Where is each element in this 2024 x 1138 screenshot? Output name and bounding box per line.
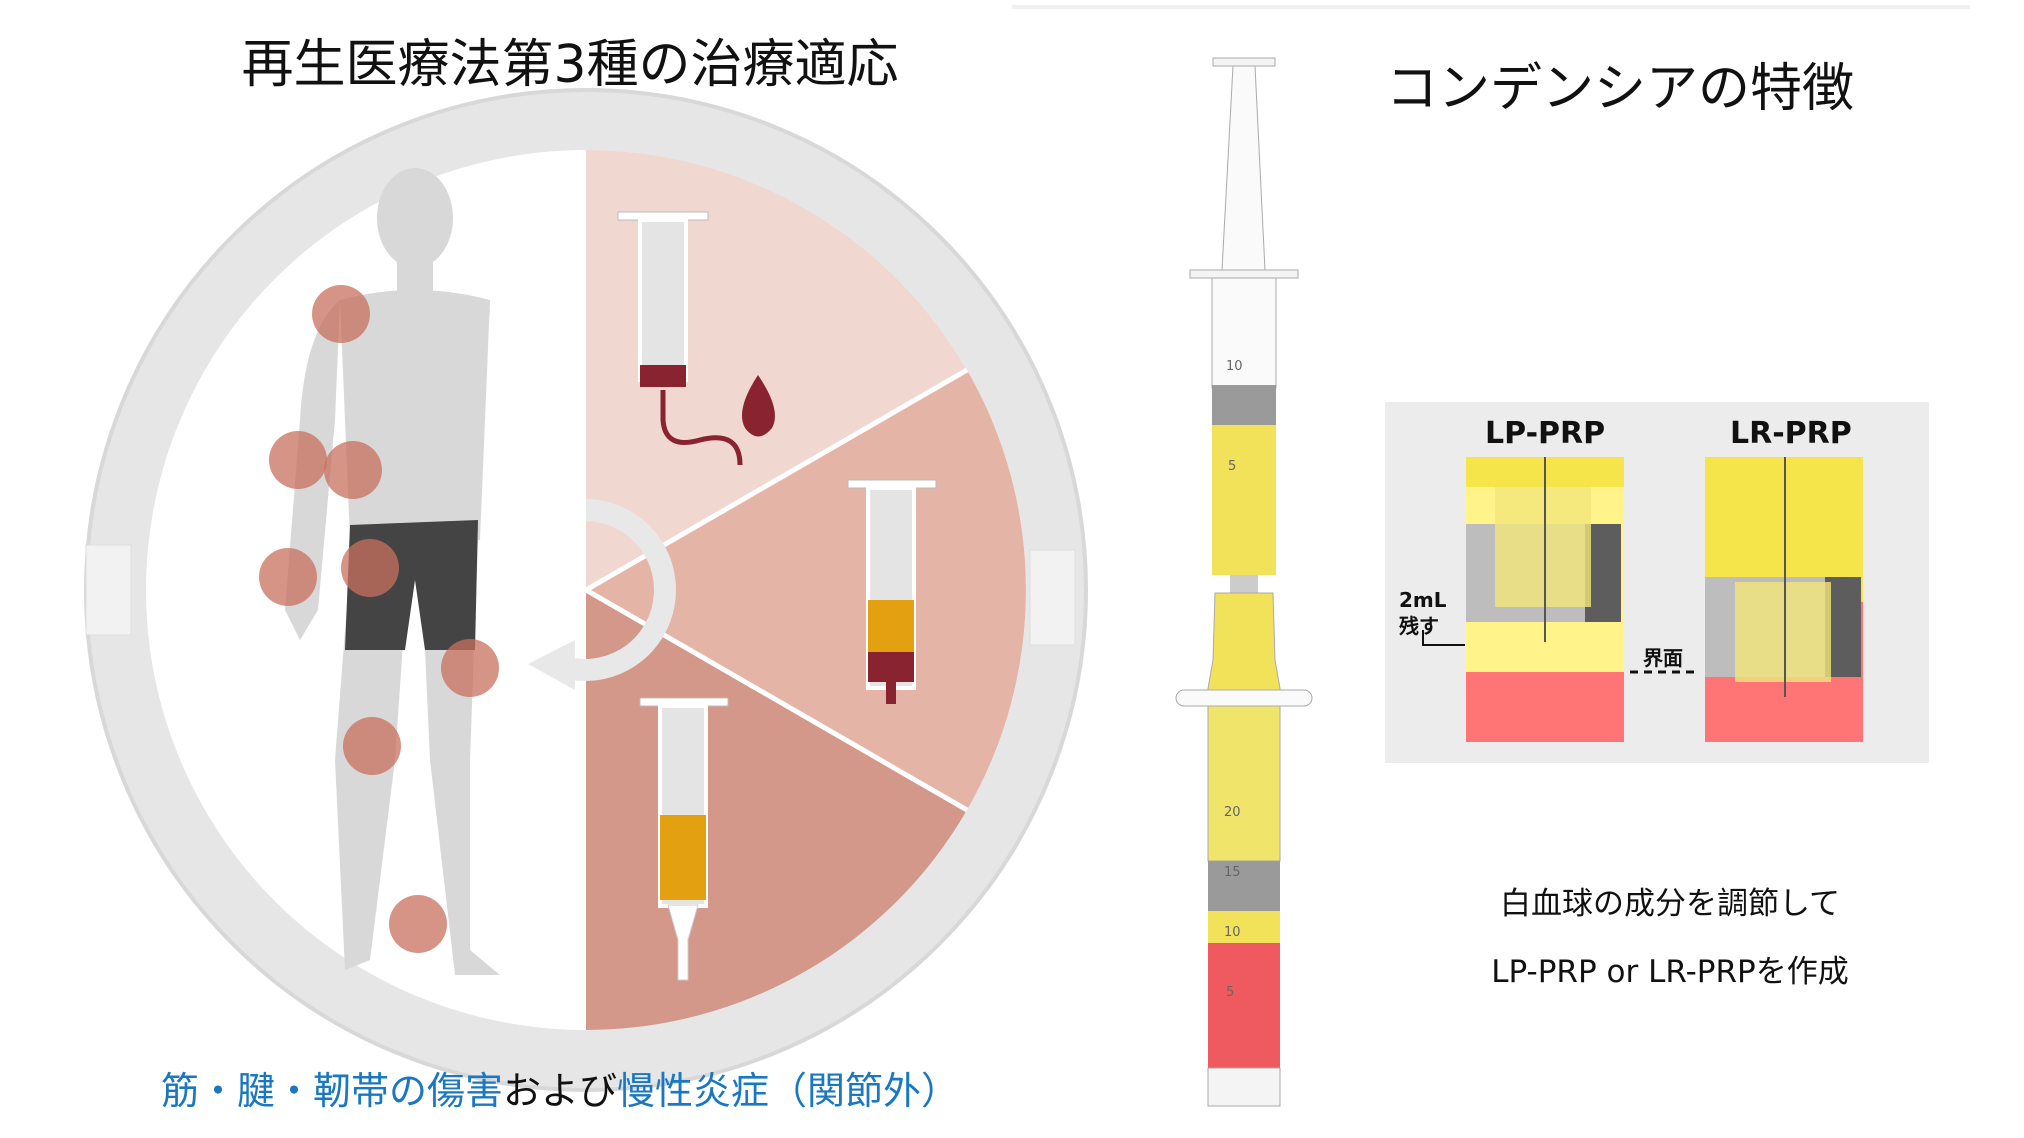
note-2ml: 2mL: [1399, 588, 1447, 612]
caption-part-and: および: [502, 1069, 617, 1113]
right-title: コンデンシアの特徴: [1385, 59, 1854, 119]
prp-comparison-panel: LP-PRP LR-PRP 2mL 残す 界面: [1385, 402, 1929, 763]
description-line-1: 白血球の成分を調節して: [1499, 886, 1841, 922]
description-line-2: LP-PRP or LR-PRPを作成: [1491, 954, 1849, 990]
dish-handle-left: [85, 544, 132, 636]
lp-prp-label: LP-PRP: [1485, 416, 1606, 451]
dish-handle-right: [1029, 549, 1076, 646]
cycle-arrow-icon: [556, 499, 676, 681]
left-title: 再生医療法第3種の治療適応: [241, 35, 899, 95]
scale-5: 5: [1228, 459, 1236, 474]
scale-15: 15: [1224, 865, 1241, 880]
scale-10b: 10: [1224, 925, 1241, 940]
syringe-separated-icon: [847, 479, 937, 704]
indication-caption: 筋・腱・靭帯の傷害および慢性炎症（関節外）: [60, 1060, 1060, 1115]
lr-prp-label: LR-PRP: [1730, 416, 1852, 451]
injury-dots: [259, 285, 499, 953]
scale-20: 20: [1224, 805, 1241, 820]
prp-comparison-diagram: [1422, 457, 1863, 742]
caption-part-injury: 筋・腱・靭帯の傷害: [160, 1069, 503, 1113]
blood-drop-icon: [741, 375, 775, 437]
caption-part-inflammation: 慢性炎症（関節外）: [617, 1069, 960, 1113]
scale-10: 10: [1226, 359, 1243, 374]
note-leave: 残す: [1399, 614, 1439, 638]
scale-5b: 5: [1226, 985, 1234, 1000]
syringe-blood-icon: [617, 211, 775, 466]
interface-label: 界面: [1643, 646, 1683, 670]
condensia-syringe-icon: 10 5 20 15 10 5: [1012, 5, 1970, 1107]
syringe-prp-icon: [639, 697, 729, 981]
